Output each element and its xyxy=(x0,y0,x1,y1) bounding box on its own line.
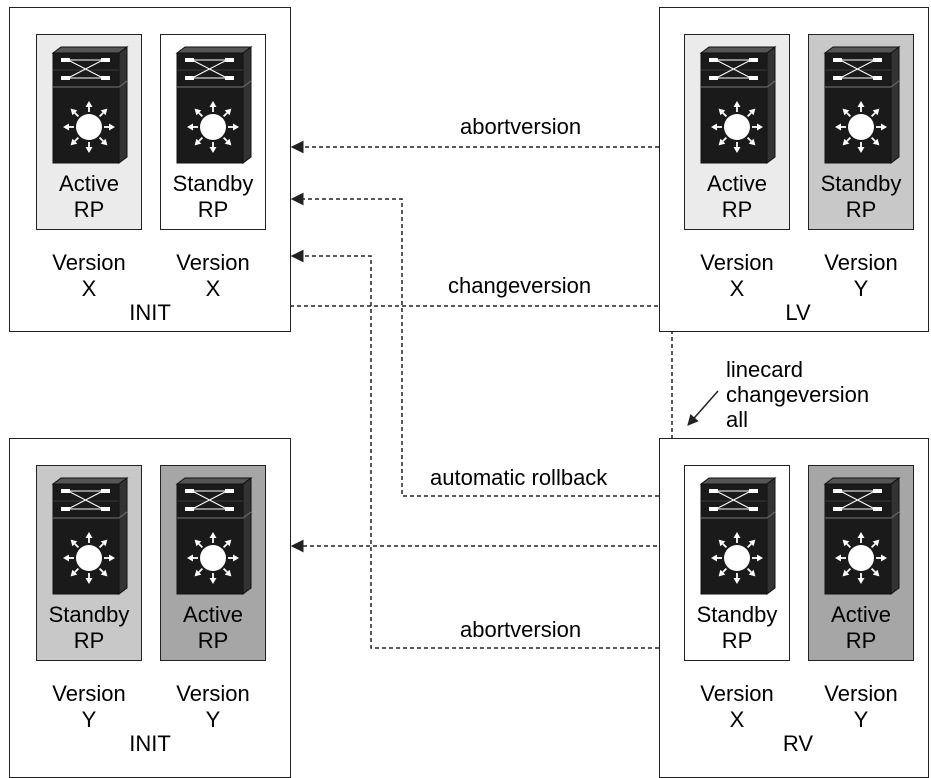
rp-label: RP xyxy=(73,197,105,222)
linecard-note-line1: linecard xyxy=(726,357,804,382)
state-name: INIT xyxy=(129,300,171,325)
rp-label: RP xyxy=(721,197,753,222)
version-label: Version xyxy=(700,681,774,706)
version-value: X xyxy=(729,276,745,301)
version-value: Y xyxy=(853,276,869,301)
state-box-init-top: Active RP Standby RP Version X Version X… xyxy=(9,7,291,332)
rp-label: RP xyxy=(73,628,105,653)
router-switch-icon xyxy=(697,45,777,167)
router-switch-icon xyxy=(173,476,253,598)
rp-role-label: Active xyxy=(707,171,767,196)
linecard-note-line2: changeversion xyxy=(726,382,870,407)
version-label: Version xyxy=(52,681,126,706)
router-switch-icon xyxy=(49,45,129,167)
connector-lines xyxy=(290,140,719,649)
version-label: Version xyxy=(700,250,774,275)
automatic-rollback-label: automatic rollback xyxy=(430,465,608,490)
abortversion-bottom-label: abortversion xyxy=(460,617,582,642)
active-rp-card: Active RP xyxy=(808,465,914,661)
version-label: Version xyxy=(176,681,250,706)
changeversion-arrow xyxy=(290,305,673,553)
rp-role-label: Standby xyxy=(172,171,254,196)
active-rp-card: Active RP xyxy=(684,34,790,230)
version-label: Version xyxy=(52,250,126,275)
standby-rp-card: Standby RP xyxy=(160,34,266,230)
version-value: Y xyxy=(853,707,869,732)
abortversion-bottom-arrow xyxy=(290,249,659,649)
standby-rp-card: Standby RP xyxy=(684,465,790,661)
rp-label: RP xyxy=(845,197,877,222)
rp-label: RP xyxy=(845,628,877,653)
abortversion-top-label: abortversion xyxy=(460,114,582,139)
standby-rp-card: Standby RP xyxy=(808,34,914,230)
version-value: X xyxy=(729,707,745,732)
rp-label: RP xyxy=(197,628,229,653)
state-name: RV xyxy=(782,731,814,756)
rp-role-label: Active xyxy=(831,602,891,627)
rp-role-label: Active xyxy=(183,602,243,627)
version-value: Y xyxy=(81,707,97,732)
rp-label: RP xyxy=(721,628,753,653)
version-label: Version xyxy=(824,250,898,275)
active-rp-card: Active RP xyxy=(160,465,266,661)
version-value: X xyxy=(205,276,221,301)
state-name: LV xyxy=(785,300,811,325)
rp-label: RP xyxy=(197,197,229,222)
version-value: X xyxy=(81,276,97,301)
router-switch-icon xyxy=(821,476,901,598)
annotation-pointer-arrow xyxy=(687,390,719,426)
state-box-init-bottom: Standby RP Active RP Version Y Version Y… xyxy=(9,438,291,778)
rp-role-label: Standby xyxy=(696,602,778,627)
rp-role-label: Standby xyxy=(820,171,902,196)
linecard-note-line3: all xyxy=(726,407,749,432)
state-box-rv: Standby RP Active RP Version X Version Y… xyxy=(659,438,929,778)
router-switch-icon xyxy=(697,476,777,598)
router-switch-icon xyxy=(173,45,253,167)
automatic-rollback-arrow xyxy=(290,192,659,497)
version-value: Y xyxy=(205,707,221,732)
changeversion-label: changeversion xyxy=(448,273,592,298)
state-name: INIT xyxy=(129,731,171,756)
standby-rp-card: Standby RP xyxy=(36,465,142,661)
version-label: Version xyxy=(824,681,898,706)
active-rp-card: Active RP xyxy=(36,34,142,230)
state-box-lv: Active RP Standby RP Version X Version Y… xyxy=(659,7,929,332)
router-switch-icon xyxy=(49,476,129,598)
router-switch-icon xyxy=(821,45,901,167)
rp-role-label: Active xyxy=(59,171,119,196)
version-label: Version xyxy=(176,250,250,275)
rp-role-label: Standby xyxy=(48,602,130,627)
